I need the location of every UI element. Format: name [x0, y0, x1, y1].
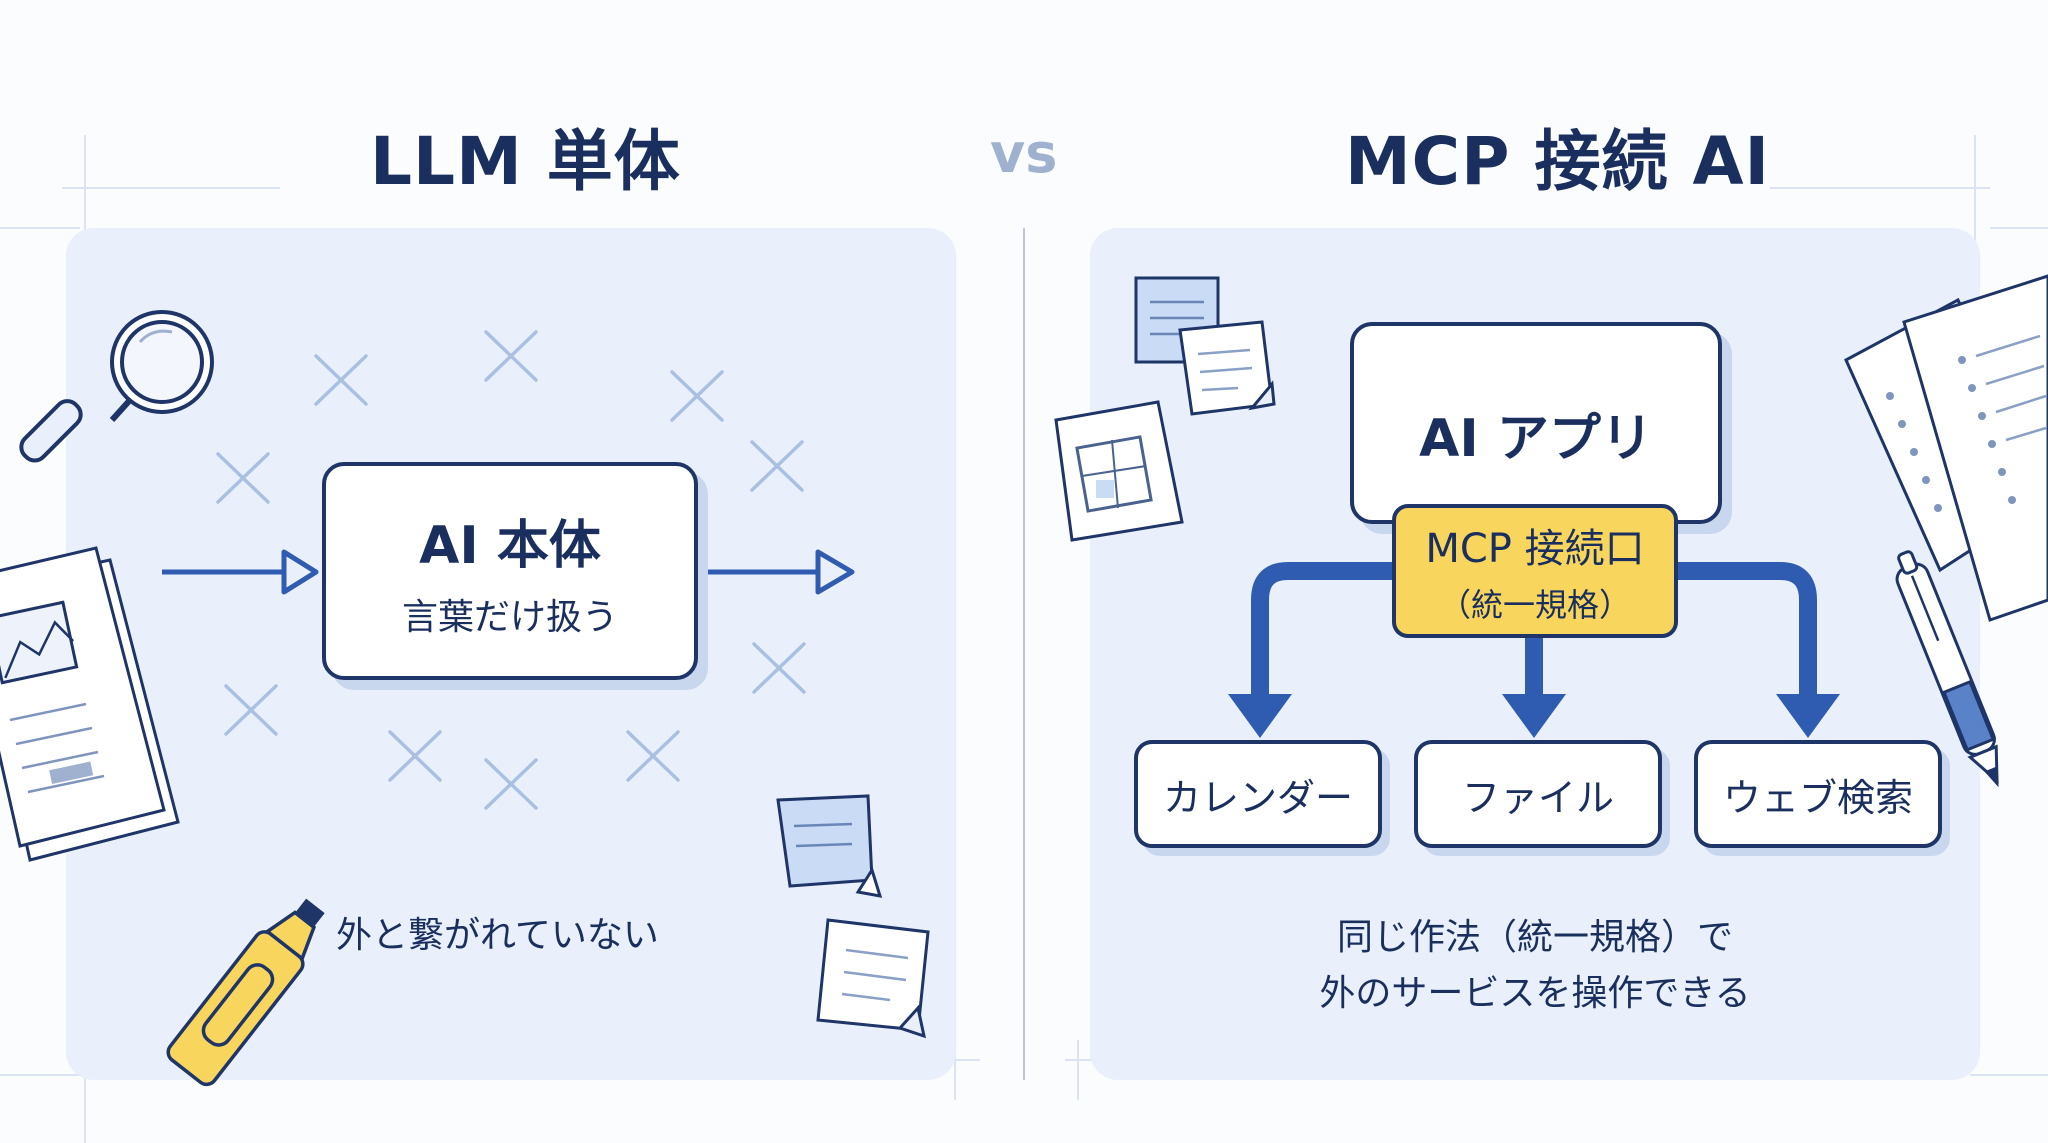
document-icon — [0, 546, 180, 862]
ai-core-box: AI 本体 言葉だけ扱う — [322, 462, 698, 680]
sticky-note-icon — [776, 794, 883, 898]
sticky-note-icon — [1178, 320, 1276, 416]
flow-arrows — [162, 549, 855, 595]
disconnected-cross-marks — [0, 310, 930, 1087]
cross-mark-icon — [752, 642, 806, 694]
sticky-note-icon — [816, 918, 930, 1039]
service-calendar-box: カレンダー — [1134, 740, 1382, 848]
cross-mark-icon — [216, 452, 270, 504]
pen-icon — [1895, 550, 1999, 788]
right-caption: 同じ作法（統一規格）で 外のサービスを操作できる — [1290, 910, 1780, 1022]
service-file-label: ファイル — [1461, 775, 1614, 820]
document-icon — [1844, 274, 2048, 622]
right-caption-line-2: 外のサービスを操作できる — [1319, 973, 1751, 1014]
floorplan-icon — [1054, 400, 1184, 542]
cross-mark-icon — [388, 730, 442, 782]
ai-app-label: AI アプリ — [1419, 409, 1653, 469]
service-websearch-box: ウェブ検索 — [1694, 740, 1942, 848]
ai-core-sublabel: 言葉だけ扱う — [401, 596, 618, 638]
connector-arrowheads — [1228, 694, 1840, 738]
mcp-connector-label: MCP 接続口 — [1425, 526, 1645, 572]
connector-arrows — [1251, 562, 1817, 700]
left-caption: 外と繋がれていない — [336, 915, 659, 956]
service-calendar-label: カレンダー — [1162, 775, 1353, 820]
center-divider — [1023, 228, 1025, 1080]
mcp-connector-box: MCP 接続口 （統一規格） — [1392, 504, 1678, 638]
mcp-connector-sublabel: （統一規格） — [1438, 586, 1631, 624]
service-websearch-label: ウェブ検索 — [1722, 775, 1913, 820]
left-title: LLM 単体 — [370, 123, 681, 200]
cross-mark-icon — [224, 684, 278, 736]
cross-mark-icon — [314, 354, 368, 406]
magnifier-icon — [19, 310, 214, 463]
right-caption-line-1: 同じ作法（統一規格）で — [1336, 917, 1733, 958]
vs-label: vs — [990, 122, 1058, 185]
cross-mark-icon — [484, 758, 538, 810]
ai-core-label: AI 本体 — [419, 515, 601, 576]
cross-mark-icon — [626, 730, 680, 782]
cross-mark-icon — [484, 330, 538, 382]
right-title: MCP 接続 AI — [1345, 123, 1771, 200]
highlighter-icon — [166, 898, 325, 1087]
service-file-box: ファイル — [1414, 740, 1662, 848]
ai-app-box: AI アプリ — [1350, 322, 1722, 524]
cross-mark-icon — [670, 370, 724, 422]
cross-mark-icon — [750, 440, 804, 492]
